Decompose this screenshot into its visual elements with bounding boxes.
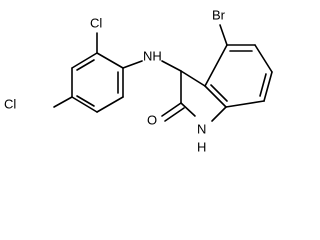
atom-label-cl-top: Cl: [90, 16, 102, 31]
bond-nh-c3: [161, 60, 182, 72]
atom-label-cl-left: Cl: [4, 97, 16, 112]
bond-c-br: [219, 24, 228, 46]
dichlorophenyl-ring: [71, 52, 124, 113]
bond: [225, 100, 265, 108]
bond: [180, 102, 196, 117]
molecule-drawing: Br Cl Cl NH N H O: [4, 8, 273, 155]
bond: [96, 52, 124, 69]
structure-canvas: Br Cl Cl NH N H O: [4, 8, 273, 155]
bond: [263, 71, 273, 102]
bond: [180, 70, 206, 87]
bond: [204, 44, 228, 87]
double-bond-inner: [76, 59, 95, 71]
bond: [71, 52, 98, 69]
bond: [96, 96, 124, 113]
atom-label-br: Br: [212, 8, 226, 23]
bond: [211, 106, 227, 122]
double-bond-inner: [76, 95, 95, 107]
bond: [254, 44, 273, 73]
atom-label-n-ring: N: [197, 122, 206, 137]
benzo-ring: [204, 44, 273, 108]
carbonyl-bond: [164, 107, 185, 122]
atom-label-h-ring: H: [197, 140, 206, 155]
double-bond-inner: [210, 84, 228, 102]
bond: [204, 85, 227, 108]
double-bond-inner: [259, 73, 267, 97]
carbonyl-bond: [161, 102, 182, 117]
lactam-ring: [180, 70, 227, 122]
atom-label-o: O: [147, 113, 157, 128]
bond: [71, 96, 98, 113]
bond-c-cl-left: [53, 96, 73, 108]
atom-label-nh-amine: NH: [143, 49, 162, 64]
bond-c-nh: [122, 60, 143, 69]
